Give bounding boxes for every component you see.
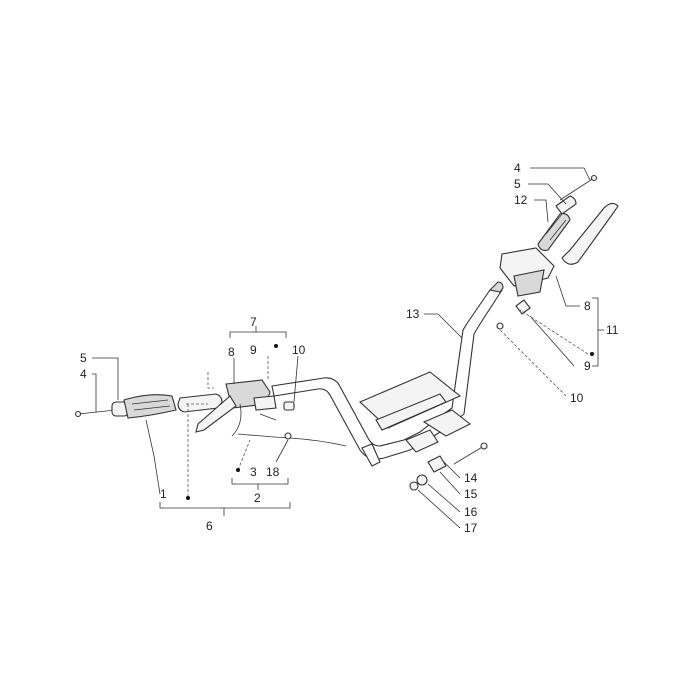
label-7: 7 xyxy=(250,315,257,329)
label-4-left: 4 xyxy=(80,367,87,381)
left-lever-assembly xyxy=(195,379,295,437)
label-9-right: 9 xyxy=(584,359,591,373)
label-3: 3 xyxy=(250,465,257,479)
cable xyxy=(237,433,347,447)
label-18: 18 xyxy=(266,465,280,479)
label-2: 2 xyxy=(254,491,261,505)
label-10-left: 10 xyxy=(292,343,306,357)
label-17: 17 xyxy=(464,521,478,535)
label-9-left: 9 xyxy=(250,343,257,357)
right-grip-assembly xyxy=(537,174,619,265)
label-11: 11 xyxy=(606,323,619,337)
mount-bracket xyxy=(359,371,472,453)
label-6: 6 xyxy=(206,519,213,533)
leader-lines xyxy=(92,167,604,529)
reference-dots xyxy=(186,344,594,500)
label-8-left: 8 xyxy=(228,345,235,359)
label-12: 12 xyxy=(514,193,528,207)
label-8-right: 8 xyxy=(584,299,591,313)
label-10-right: 10 xyxy=(570,391,584,405)
label-5-right: 5 xyxy=(514,177,521,191)
right-switch-housing xyxy=(496,247,555,330)
fasteners xyxy=(409,442,488,491)
label-16: 16 xyxy=(464,505,478,519)
label-15: 15 xyxy=(464,487,478,501)
label-1: 1 xyxy=(160,487,167,501)
label-13: 13 xyxy=(406,307,420,321)
label-4-right: 4 xyxy=(514,161,521,175)
callout-labels: 5 4 1 6 2 3 18 7 8 9 10 13 4 5 12 8 11 9… xyxy=(80,161,619,535)
left-grip-assembly xyxy=(74,393,223,419)
handlebar-tube xyxy=(271,281,504,467)
label-5-left: 5 xyxy=(80,351,87,365)
label-14: 14 xyxy=(464,471,478,485)
